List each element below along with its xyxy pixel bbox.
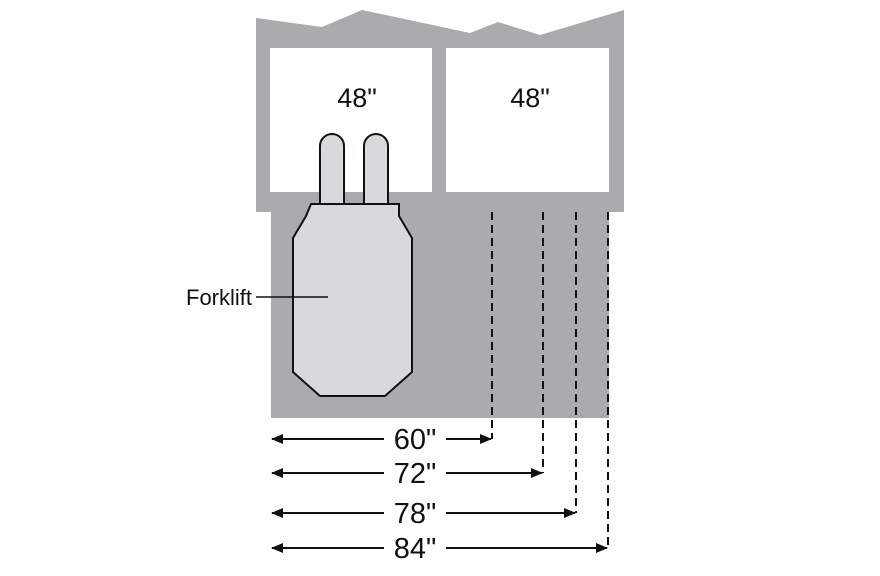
dimension-label-84: 84" xyxy=(394,533,437,565)
pallet-right xyxy=(446,48,609,192)
pallet-left-label: 48" xyxy=(337,83,377,113)
dimension-label-78: 78" xyxy=(394,498,437,530)
forklift xyxy=(292,133,413,397)
forklift-label: Forklift xyxy=(186,285,252,310)
pallet-right-label: 48" xyxy=(510,83,550,113)
dimension-label-60: 60" xyxy=(394,424,437,456)
forklift-body xyxy=(292,203,413,397)
forklift-fork-right xyxy=(363,133,389,210)
dimension-label-72: 72" xyxy=(394,458,437,490)
pallet-left xyxy=(270,48,432,192)
forklift-fork-left xyxy=(319,133,345,210)
